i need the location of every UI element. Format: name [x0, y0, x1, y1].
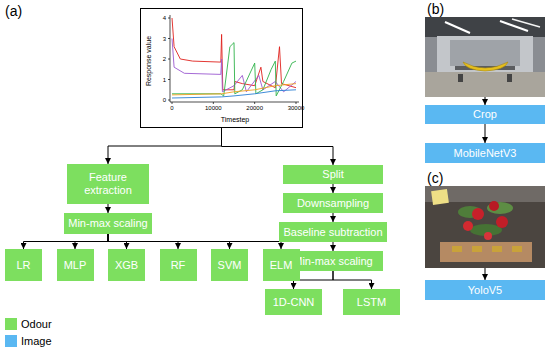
signal-line [172, 90, 296, 98]
box-label: LR [16, 259, 30, 272]
strawberry-photo [425, 186, 545, 268]
process-box: SVM [211, 249, 248, 281]
tick-label: 1 [150, 76, 166, 84]
process-box: Feature extraction [67, 164, 149, 204]
signal-line [172, 84, 296, 95]
box-label: LSTM [357, 296, 386, 309]
axis-title: Timestep [205, 115, 265, 125]
legend-swatch [5, 335, 17, 347]
process-box: Min-max scaling [64, 213, 152, 234]
tick-label: 20000 [240, 104, 270, 112]
process-box: Downsampling [283, 193, 383, 213]
box-label: Feature extraction [71, 171, 145, 197]
flow-arrow [108, 204, 109, 213]
flow-arrow [333, 271, 372, 289]
box-label: 1D-CNN [273, 296, 315, 309]
legend-text: Odour [21, 317, 52, 331]
flow-arrow [333, 213, 334, 222]
photo-arrow [485, 268, 486, 280]
axis-tick [213, 102, 214, 104]
process-box: YoloV5 [425, 280, 545, 300]
box-label: Split [322, 168, 343, 181]
axis-tick [168, 59, 170, 60]
chamber-photo [425, 17, 545, 97]
tick-label: 3 [150, 35, 166, 43]
panel-label: (c) [427, 170, 457, 186]
process-box: 1D-CNN [265, 289, 322, 315]
flow-arrow [485, 124, 486, 143]
process-box: MobileNetV3 [425, 143, 545, 163]
tick-label: 10000 [198, 104, 228, 112]
box-label: XGB [115, 259, 138, 272]
axis-tick [254, 102, 255, 104]
signal-line [172, 43, 296, 96]
process-box: MLP [57, 249, 94, 281]
process-box: XGB [108, 249, 145, 281]
sensor-plot [168, 15, 299, 104]
tick-label: 4 [150, 14, 166, 22]
box-label: MobileNetV3 [454, 147, 517, 160]
box-label: YoloV5 [468, 284, 502, 297]
tick-label: 0 [150, 96, 166, 104]
flow-arrow [108, 234, 281, 249]
flow-arrow [333, 184, 334, 193]
process-box: Split [283, 165, 383, 184]
axis-tick [172, 102, 173, 104]
axis-tick [296, 102, 297, 104]
box-label: Min-max scaling [68, 217, 147, 230]
process-box: RF [160, 249, 197, 281]
process-box: LSTM [343, 289, 400, 315]
flow-arrow [75, 234, 108, 249]
panel-label: (b) [427, 1, 457, 17]
flow-arrow [333, 242, 334, 251]
box-label: SVM [218, 259, 242, 272]
process-box: ELM [263, 249, 300, 281]
axis-title: Response value [144, 21, 154, 101]
box-label: Baseline subtraction [283, 226, 382, 239]
box-label: ELM [270, 259, 293, 272]
flow-arrow [24, 234, 109, 249]
box-label: Downsampling [297, 197, 369, 210]
signal-lines [172, 18, 296, 98]
legend-swatch [5, 318, 17, 330]
box-label: RF [171, 259, 186, 272]
panel-label: (a) [5, 3, 35, 19]
tick-label: 30000 [281, 104, 311, 112]
box-label: MLP [64, 259, 87, 272]
flow-arrow [108, 128, 222, 164]
photo-arrow [485, 97, 486, 105]
axis-tick [168, 79, 170, 80]
x-axis [170, 102, 299, 103]
process-box: Baseline subtraction [279, 222, 387, 242]
tick-label: 0 [157, 104, 187, 112]
tick-label: 2 [150, 55, 166, 63]
process-box: LR [5, 249, 42, 281]
box-label: Min-max scaling [293, 255, 372, 268]
axis-tick [168, 100, 170, 101]
box-label: Crop [473, 108, 497, 121]
y-axis [170, 15, 171, 102]
legend-text: Image [21, 334, 52, 348]
axis-tick [168, 18, 170, 19]
flow-arrow [222, 128, 334, 165]
axis-tick [168, 38, 170, 39]
process-box: Crop [425, 105, 545, 124]
axis-ticks [168, 18, 296, 104]
